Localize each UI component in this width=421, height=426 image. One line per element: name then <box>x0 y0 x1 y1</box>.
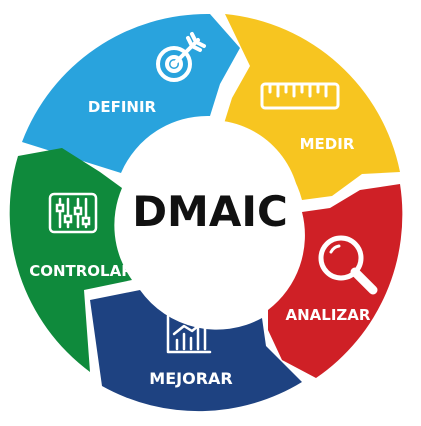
center-title: DMAIC <box>132 187 288 236</box>
growth-chart-icon <box>166 314 212 354</box>
center-circle <box>120 120 300 300</box>
segment-analizar <box>268 184 403 378</box>
label-mejorar: MEJORAR <box>149 369 232 388</box>
label-controlar: CONTROLAR <box>29 262 133 280</box>
control-panel-icon <box>48 192 98 234</box>
ruler-icon <box>260 82 340 110</box>
label-definir: DEFINIR <box>88 98 157 116</box>
label-medir: MEDIR <box>300 135 355 153</box>
segment-mejorar <box>90 290 302 412</box>
label-analizar: ANALIZAR <box>286 306 371 324</box>
target-arrow-icon <box>156 32 206 82</box>
magnifier-icon <box>318 235 378 295</box>
segment-controlar <box>9 148 133 372</box>
